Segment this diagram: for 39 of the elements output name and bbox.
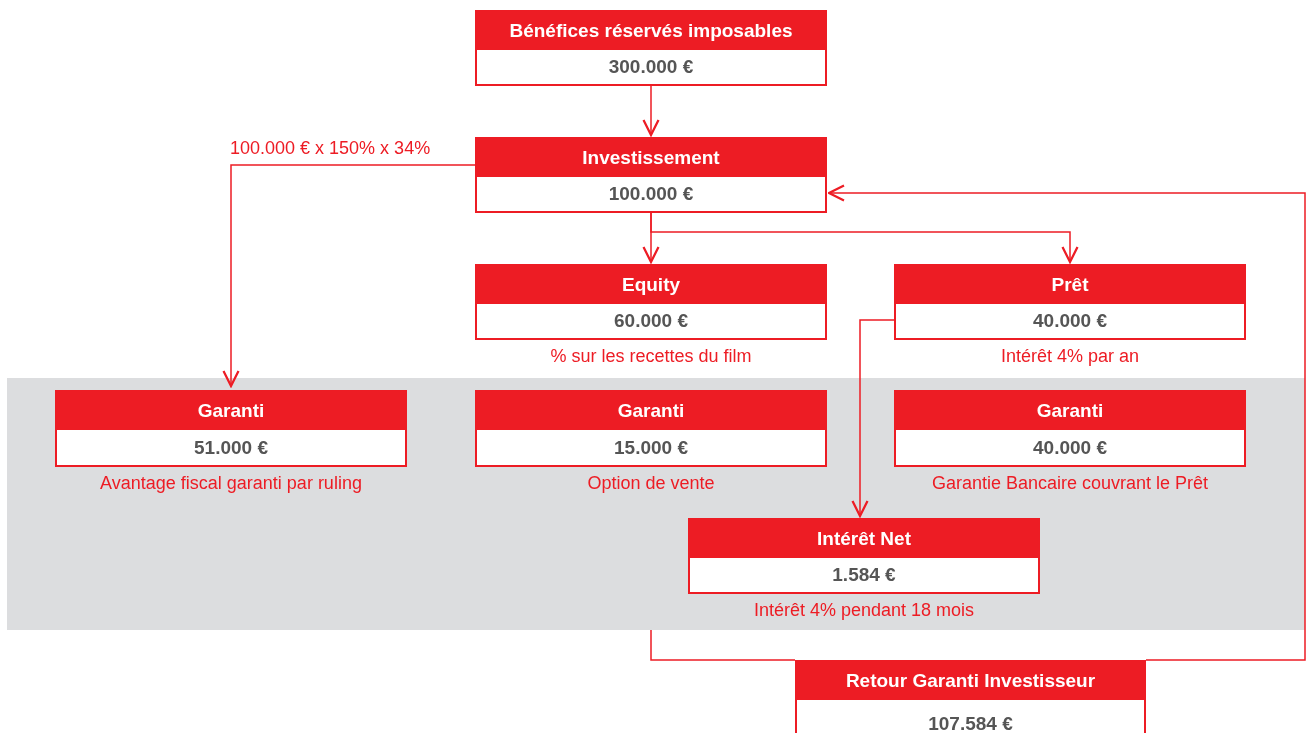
- value-card: [475, 264, 827, 340]
- amount-value: 300.000 €: [607, 55, 695, 79]
- connector-arrow: [642, 85, 660, 137]
- value-card: [55, 390, 407, 467]
- value-card: [795, 660, 1146, 733]
- amount-value: 40.000 €: [1032, 309, 1108, 333]
- amount-value: 100.000 €: [607, 182, 695, 206]
- amount-value: 60.000 €: [613, 309, 689, 333]
- card-title: Bénéfices réservés imposables: [477, 12, 825, 50]
- card-title: Garanti: [896, 392, 1244, 430]
- value-card: [475, 390, 827, 467]
- card-caption: % sur les recettes du film: [549, 346, 753, 367]
- value-card: [894, 390, 1246, 467]
- connector-arrow: [222, 164, 476, 388]
- value-card: [894, 264, 1246, 340]
- value-card: [475, 10, 827, 86]
- card-title: Garanti: [477, 392, 825, 430]
- shaded-band: [7, 378, 1305, 630]
- card-caption: Intérêt 4% pendant 18 mois: [752, 600, 976, 621]
- card-caption: Garantie Bancaire couvrant le Prêt: [930, 473, 1210, 494]
- amount-value: 51.000 €: [193, 435, 269, 460]
- connector-arrow: [827, 184, 1306, 661]
- amount-value: 107.584 €: [927, 712, 1014, 733]
- amount-value: 15.000 €: [613, 435, 689, 460]
- card-title: Equity: [477, 266, 825, 304]
- card-title: Investissement: [477, 139, 825, 177]
- amount-value: 1.584 €: [831, 563, 897, 587]
- value-card: [475, 137, 827, 213]
- card-title: Retour Garanti Investisseur: [797, 662, 1144, 700]
- amount-value: 40.000 €: [1032, 435, 1108, 460]
- card-caption: Option de vente: [586, 473, 716, 494]
- card-title: Prêt: [896, 266, 1244, 304]
- connector-arrow: [650, 212, 1079, 264]
- card-caption: Intérêt 4% par an: [999, 346, 1141, 367]
- card-title: Garanti: [57, 392, 405, 430]
- value-card: [688, 518, 1040, 594]
- card-caption: Avantage fiscal garanti par ruling: [99, 473, 363, 494]
- connector-arrow: [851, 319, 895, 518]
- card-title: Intérêt Net: [690, 520, 1038, 558]
